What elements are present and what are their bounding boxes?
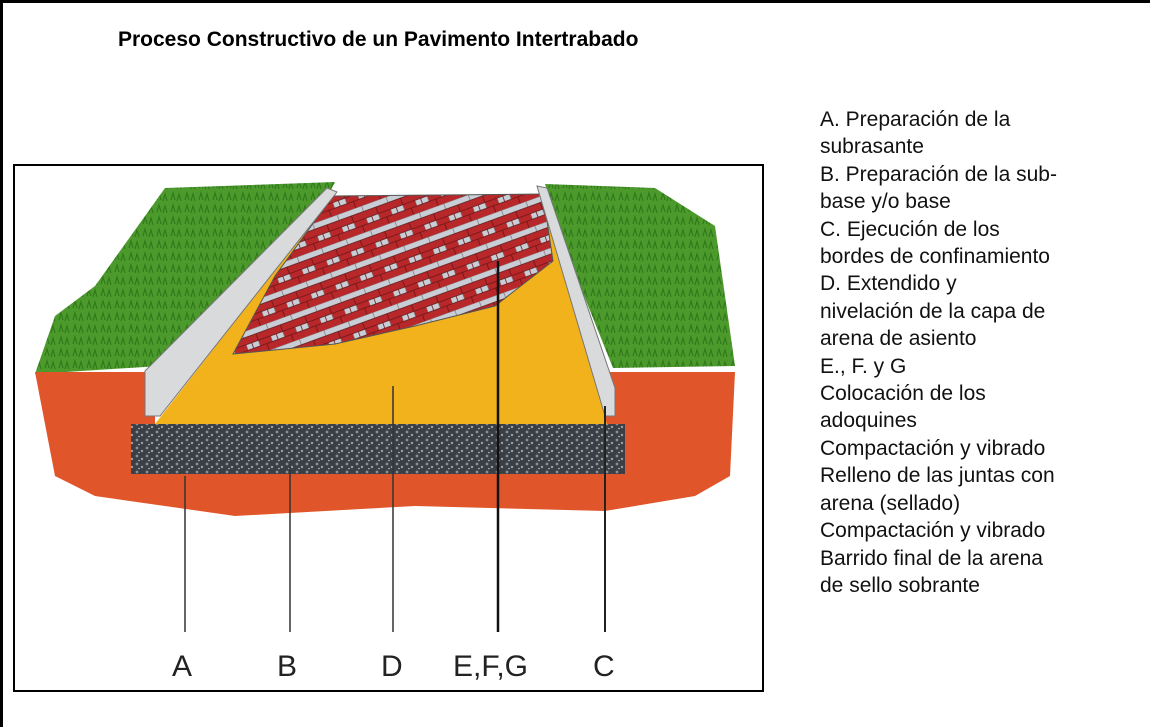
- legend-line: C. Ejecución de los: [820, 217, 1000, 241]
- legend-line: Relleno de las juntas con: [820, 464, 1055, 488]
- legend-line: de sello sobrante: [820, 573, 980, 597]
- label-d: D: [381, 650, 403, 683]
- legend-line: arena de asiento: [820, 327, 977, 351]
- label-a: A: [172, 650, 192, 683]
- legend-line: bordes de confinamiento: [820, 245, 1050, 269]
- curb-right: [536, 185, 616, 417]
- label-c: C: [593, 650, 615, 683]
- legend-line: B. Preparación de la sub-: [820, 162, 1057, 186]
- legend-line: arena (sellado): [820, 491, 961, 515]
- legend-line: nivelación de la capa de: [820, 299, 1046, 323]
- legend-line: A. Preparación de la: [820, 108, 1011, 131]
- legend-line: base y/o base: [820, 190, 951, 214]
- page-title: Proceso Constructivo de un Pavimento Int…: [118, 28, 639, 51]
- legend-text: A. Preparación de la subrasante B. Prepa…: [820, 106, 1140, 599]
- legend-line: subrasante: [820, 135, 924, 159]
- gravel-base-layer: [131, 424, 625, 474]
- legend-line: Barrido final de la arena: [820, 546, 1043, 570]
- pavement-diagram: A B D E,F,G C: [13, 164, 764, 692]
- soil-layer: [35, 372, 735, 516]
- legend-line: D. Extendido y: [820, 272, 957, 296]
- pavement-illustration: A B D E,F,G C: [35, 182, 735, 683]
- label-b: B: [277, 650, 297, 683]
- legend-line: Colocación de los: [820, 382, 986, 406]
- legend-line: adoquines: [820, 409, 917, 433]
- grass-right: [545, 184, 735, 368]
- curb-left: [144, 187, 338, 417]
- legend-line: E., F. y G: [820, 354, 907, 378]
- grass-left: [35, 182, 335, 374]
- legend-line: Compactación y vibrado: [820, 519, 1046, 543]
- legend-line: Compactación y vibrado: [820, 436, 1046, 460]
- label-efg: E,F,G: [453, 650, 528, 683]
